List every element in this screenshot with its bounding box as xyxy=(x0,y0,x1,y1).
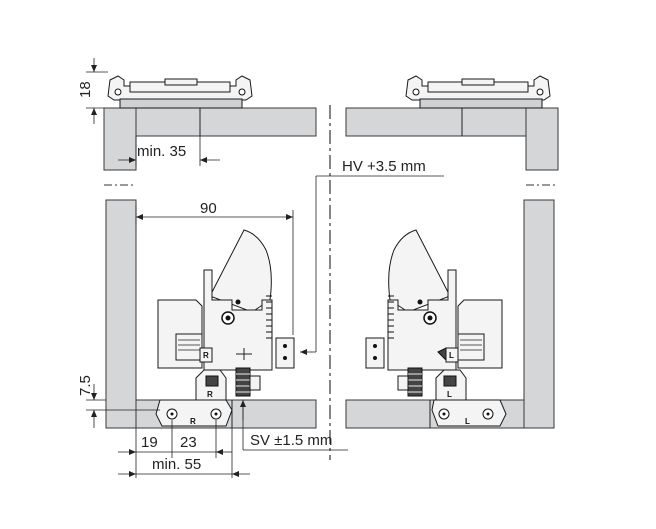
hinge-mechanism-right: L L L xyxy=(365,229,507,427)
shelf-panel-top-left xyxy=(135,107,317,137)
letter-r-lower: R xyxy=(190,417,196,426)
letter-r-badge: R xyxy=(203,351,209,360)
side-panel-front-left xyxy=(105,199,137,429)
shelf-panel-top-right xyxy=(345,107,527,137)
hinge-mechanism-left: R R R xyxy=(155,229,295,427)
dim-label-18: 18 xyxy=(77,81,94,98)
front-view-left: 90 xyxy=(77,199,348,478)
letter-l-badge: L xyxy=(449,351,454,360)
top-view-right xyxy=(345,75,559,186)
letter-r-upper: R xyxy=(207,390,213,399)
side-panel-top-right xyxy=(525,107,559,171)
hv-annotation: HV +3.5 mm xyxy=(300,158,444,355)
hinge-plate-left xyxy=(107,75,253,109)
letter-l-upper: L xyxy=(447,390,452,399)
dim-label-sv: SV ±1.5 mm xyxy=(250,432,332,449)
side-panel-front-right xyxy=(523,199,555,429)
dim-label-min35: min. 35 xyxy=(137,143,186,160)
dim-label-7-5: 7.5 xyxy=(77,375,94,396)
side-panel-top-left xyxy=(103,107,137,171)
dim-label-min55: min. 55 xyxy=(152,456,201,473)
dim-label-hv: HV +3.5 mm xyxy=(342,158,426,175)
hinge-plate-right xyxy=(405,75,551,109)
front-view-right: L L L xyxy=(345,199,555,429)
dim-label-90: 90 xyxy=(200,200,217,217)
top-view-left: 18 min. 35 xyxy=(77,58,317,186)
letter-l-lower: L xyxy=(465,417,470,426)
dim-label-23: 23 xyxy=(180,434,197,451)
dim-label-19: 19 xyxy=(141,434,158,451)
